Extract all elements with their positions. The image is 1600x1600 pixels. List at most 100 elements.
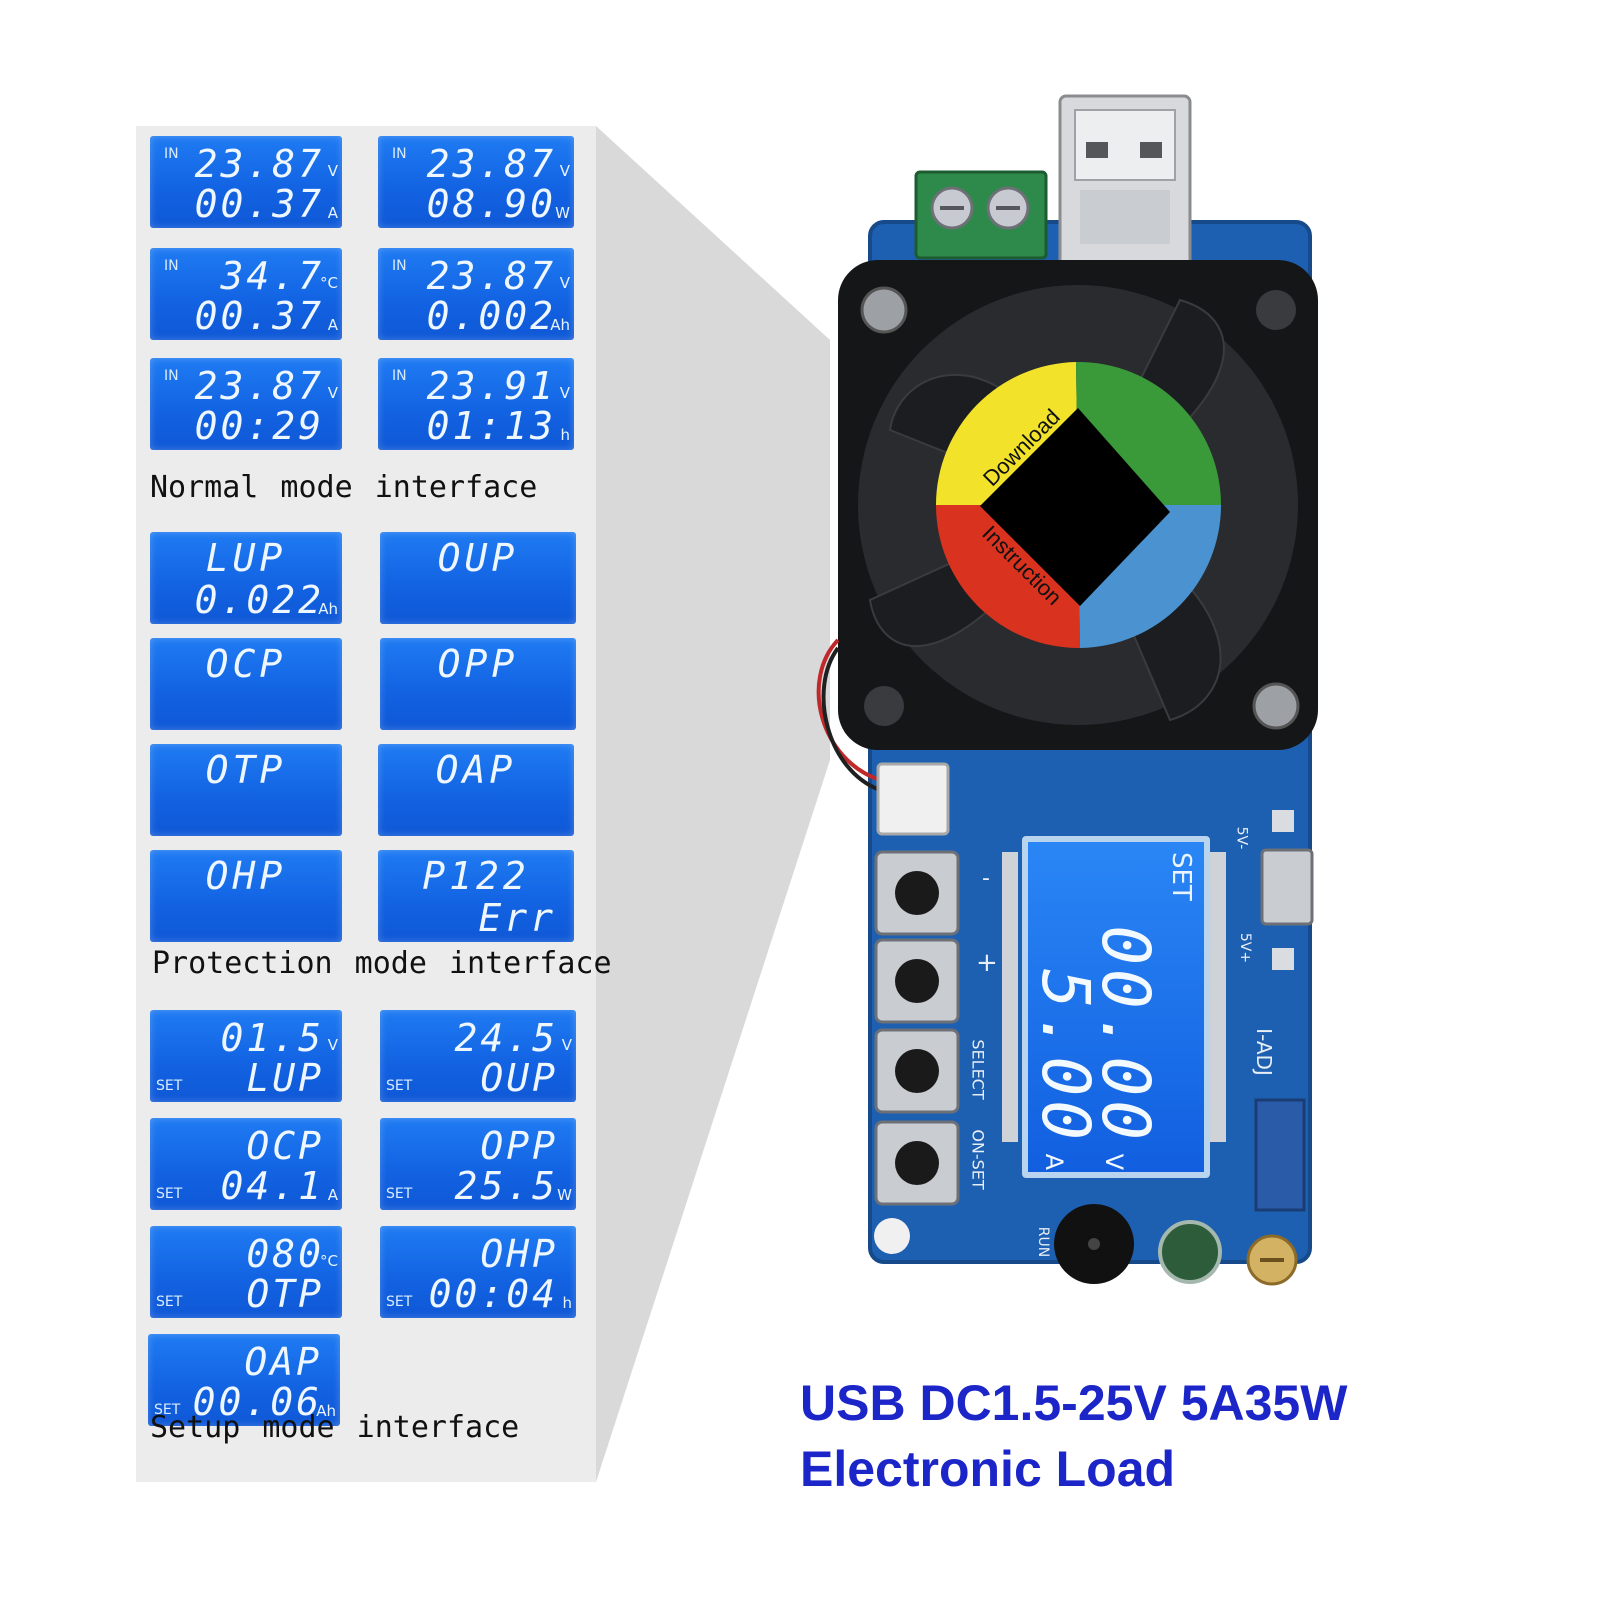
normal-lcd-unit1: V — [559, 162, 570, 180]
setup-lcd-unit2: A — [327, 1186, 338, 1204]
silk-5v-minus: 5V- — [1233, 826, 1250, 850]
protection-lcd-screen: OHP — [150, 850, 342, 942]
buttons-group — [874, 850, 960, 1206]
normal-lcd-unit2: Ah — [550, 316, 570, 334]
normal-lcd-unit2: A — [327, 204, 338, 222]
protection-lcd-line1: OPP — [437, 642, 519, 686]
setup-lcd-line2: OTP — [246, 1272, 324, 1316]
normal-lcd-line2: 0.002 — [426, 294, 556, 338]
fan-sticker: Download Instruction — [935, 361, 1221, 649]
setup-mode-label: Setup mode interface — [150, 1410, 520, 1445]
board-lcd-voltage-unit: V — [1100, 1153, 1128, 1170]
protection-mode-label: Protection mode interface — [152, 946, 612, 981]
silk-plus: + — [976, 948, 998, 978]
protection-lcd-line1: LUP — [205, 536, 287, 580]
silk-5v-plus: 5V+ — [1237, 932, 1254, 964]
setup-lcd-unit1: V — [327, 1036, 338, 1054]
protection-lcd-line2: 0.022 — [194, 578, 324, 622]
product-title: USB DC1.5-25V 5A35W — [800, 1375, 1348, 1431]
potentiometer — [1254, 1098, 1306, 1212]
normal-lcd-line1: 23.91 — [426, 364, 556, 408]
silk-onset: ON-SET — [968, 1129, 988, 1190]
normal-lcd-line1: 34.7 — [220, 254, 324, 298]
normal-lcd-unit1: V — [327, 384, 338, 402]
setup-lcd-line1: OCP — [246, 1124, 324, 1168]
led — [874, 1218, 910, 1254]
setup-lcd-line1: OPP — [480, 1124, 558, 1168]
silk-minus: - — [982, 866, 990, 891]
normal-lcd-unit2: A — [327, 316, 338, 334]
normal-lcd-unit1: V — [559, 384, 570, 402]
normal-lcd-unit2: h — [560, 426, 570, 444]
normal-lcd-unit2: W — [555, 204, 570, 222]
silk-select: SELECT — [968, 1039, 988, 1100]
normal-lcd-line1: 23.87 — [194, 142, 324, 186]
setup-lcd-tag: SET — [154, 1402, 181, 1418]
board-lcd: SET 00.00 V 5.00 A — [1022, 836, 1210, 1178]
setup-lcd-tag: SET — [386, 1078, 413, 1094]
setup-lcd-tag: SET — [156, 1294, 183, 1310]
setup-lcd-line2: 00:04 — [428, 1272, 558, 1316]
setup-lcd-line2: OUP — [480, 1056, 558, 1100]
setup-lcd-line1: 080 — [246, 1232, 324, 1276]
protection-lcd-unit: Ah — [318, 600, 338, 618]
protection-lcd-line1: OHP — [205, 854, 287, 898]
normal-lcd-tag: IN — [392, 146, 407, 162]
setup-lcd-unit2: h — [562, 1294, 572, 1312]
setup-lcd-tag: SET — [156, 1078, 183, 1094]
setup-lcd-tag: SET — [386, 1186, 413, 1202]
normal-lcd-line2: 00.37 — [194, 182, 324, 226]
normal-lcd-tag: IN — [164, 368, 179, 384]
setup-lcd-unit1: V — [561, 1036, 572, 1054]
setup-lcd-unit1: °C — [320, 1252, 338, 1270]
product-subtitle: Electronic Load — [800, 1441, 1176, 1497]
setup-lcd-tag: SET — [386, 1294, 413, 1310]
normal-lcd-line2: 00.37 — [194, 294, 324, 338]
protection-lcd-line1: OAP — [435, 748, 517, 792]
normal-lcd-tag: IN — [392, 258, 407, 274]
protection-lcd-screen: OTP — [150, 744, 342, 836]
protection-lcd-line1: P122 — [422, 854, 530, 898]
normal-lcd-line2: 00:29 — [194, 404, 324, 448]
normal-lcd-unit1: V — [559, 274, 570, 292]
protection-lcd-line1: OTP — [205, 748, 287, 792]
setup-lcd-line1: OHP — [480, 1232, 558, 1276]
fan-connector — [876, 762, 950, 836]
silk-run: RUN — [1035, 1226, 1052, 1258]
setup-lcd-line1: 01.5 — [220, 1016, 324, 1060]
board-lcd-current: 5.00 — [1027, 969, 1104, 1144]
normal-lcd-tag: IN — [164, 258, 179, 274]
setup-lcd-unit2: W — [557, 1186, 572, 1204]
normal-lcd-line1: 23.87 — [426, 142, 556, 186]
setup-lcd-line1: OAP — [244, 1340, 322, 1384]
setup-lcd-line2: 25.5 — [454, 1164, 558, 1208]
silk-i-adj: I-ADJ — [1251, 1028, 1276, 1076]
capacitor — [1158, 1220, 1222, 1284]
normal-lcd-tag: IN — [392, 368, 407, 384]
protection-lcd-screen: OPP — [380, 638, 576, 730]
normal-lcd-line1: 23.87 — [426, 254, 556, 298]
terminal-block — [914, 170, 1048, 260]
normal-mode-label: Normal mode interface — [150, 470, 538, 505]
protection-lcd-screen: OUP — [380, 532, 576, 624]
micro-usb-port — [1260, 848, 1314, 926]
normal-lcd-line2: 01:13 — [426, 404, 556, 448]
board-lcd-current-unit: A — [1040, 1153, 1068, 1170]
normal-lcd-unit1: °C — [320, 274, 338, 292]
normal-lcd-tag: IN — [164, 146, 179, 162]
normal-lcd-line1: 23.87 — [194, 364, 324, 408]
setup-lcd-line2: 04.1 — [220, 1164, 324, 1208]
setup-lcd-line2: 00.06 — [192, 1380, 322, 1424]
